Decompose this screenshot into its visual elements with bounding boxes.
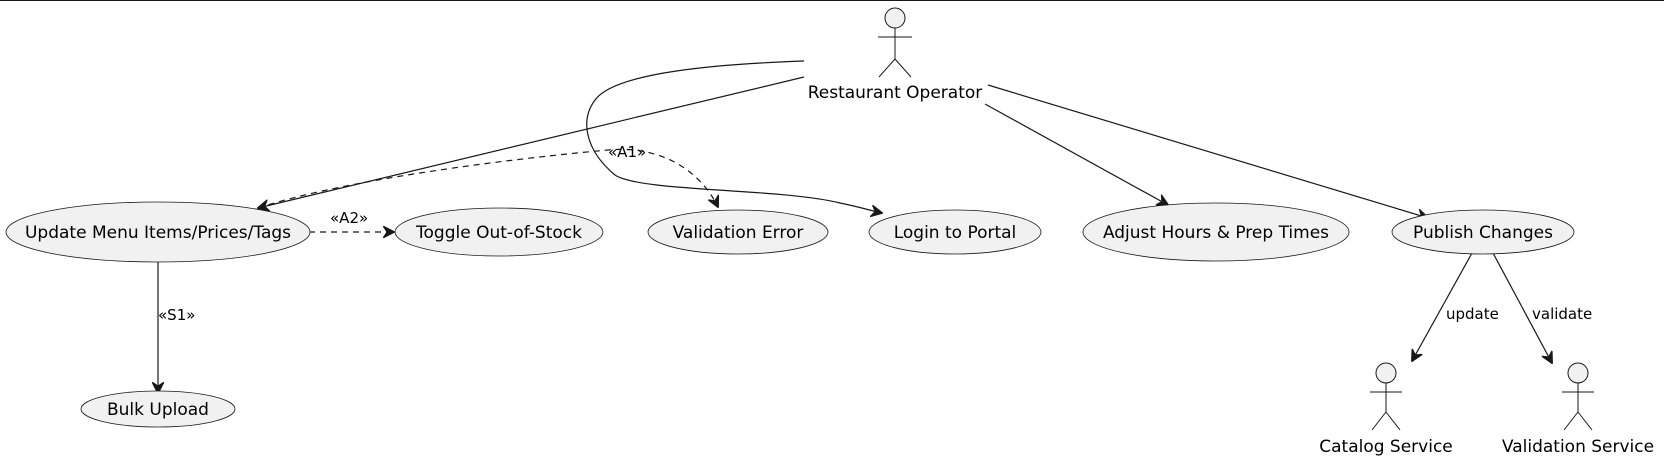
use-case-toggle-oos-label: Toggle Out-of-Stock xyxy=(415,223,582,243)
edge-label-update: update xyxy=(1446,305,1499,323)
edge-label-a1: «A1» xyxy=(608,143,646,161)
use-case-publish: Publish Changes xyxy=(1391,209,1575,255)
use-case-adjust-hours: Adjust Hours & Prep Times xyxy=(1082,202,1350,262)
edge-operator-login xyxy=(586,60,882,213)
use-case-validation-error-label: Validation Error xyxy=(673,223,804,243)
use-case-update-menu: Update Menu Items/Prices/Tags xyxy=(5,201,311,263)
use-case-bulk-upload-label: Bulk Upload xyxy=(107,400,209,420)
actor-restaurant-operator-label: Restaurant Operator xyxy=(808,83,983,103)
actor-head xyxy=(1567,362,1589,384)
edge-label-s1: «S1» xyxy=(158,306,195,324)
use-case-bulk-upload: Bulk Upload xyxy=(80,390,236,428)
use-case-validation-error: Validation Error xyxy=(647,209,829,255)
edge-label-a2: «A2» xyxy=(330,209,368,227)
actor-head xyxy=(884,7,906,29)
edge-publish-validation xyxy=(1492,252,1552,363)
use-case-login: Login to Portal xyxy=(868,209,1042,255)
edge-operator-publish xyxy=(987,84,1428,218)
actor-validation-service-label: Validation Service xyxy=(1502,437,1654,457)
use-case-adjust-hours-label: Adjust Hours & Prep Times xyxy=(1103,223,1329,243)
edge-operator-adjust-hours xyxy=(984,103,1168,205)
actor-catalog-service: Catalog Service xyxy=(1319,362,1453,457)
use-case-update-menu-label: Update Menu Items/Prices/Tags xyxy=(25,223,291,243)
use-case-login-label: Login to Portal xyxy=(894,223,1017,243)
use-case-publish-label: Publish Changes xyxy=(1413,223,1553,243)
edge-label-validate: validate xyxy=(1532,305,1592,323)
edge-update-validation-error xyxy=(257,148,718,208)
actor-restaurant-operator: Restaurant Operator xyxy=(808,7,983,103)
actor-catalog-service-label: Catalog Service xyxy=(1319,437,1453,457)
edge-publish-catalog xyxy=(1412,252,1473,361)
use-case-toggle-oos: Toggle Out-of-Stock xyxy=(394,207,604,257)
edge-operator-update-menu xyxy=(258,76,805,208)
actor-head xyxy=(1375,362,1397,384)
actor-validation-service: Validation Service xyxy=(1502,362,1654,457)
